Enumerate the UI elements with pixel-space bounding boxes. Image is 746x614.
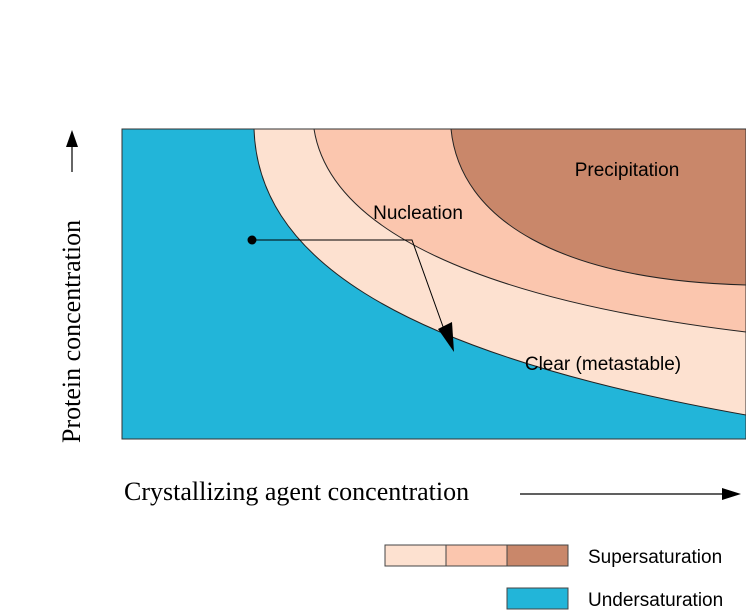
legend-undersaturation-label: Undersaturation — [588, 590, 723, 611]
precipitation-label: Precipitation — [575, 160, 680, 181]
arrowhead-icon — [438, 322, 454, 352]
y-axis-arrow-icon — [66, 130, 78, 147]
legend-swatch-precipitation — [506, 544, 569, 567]
y-axis-label: Protein concentration — [57, 220, 86, 443]
legend-swatch-undersaturation — [506, 587, 569, 610]
nucleation-label: Nucleation — [373, 203, 463, 224]
clear-label: Clear (metastable) — [525, 354, 681, 375]
legend: Supersaturation Undersaturation — [384, 544, 723, 611]
legend-swatch-clear — [384, 544, 447, 567]
path-line — [252, 239, 447, 336]
legend-supersaturation-label: Supersaturation — [588, 547, 722, 568]
plot-border — [121, 128, 746, 440]
x-axis-label: Crystallizing agent concentration — [124, 477, 469, 506]
precipitation-region — [450, 129, 746, 286]
legend-swatch-nucleation — [445, 544, 508, 567]
x-axis-arrow-icon — [722, 488, 741, 500]
